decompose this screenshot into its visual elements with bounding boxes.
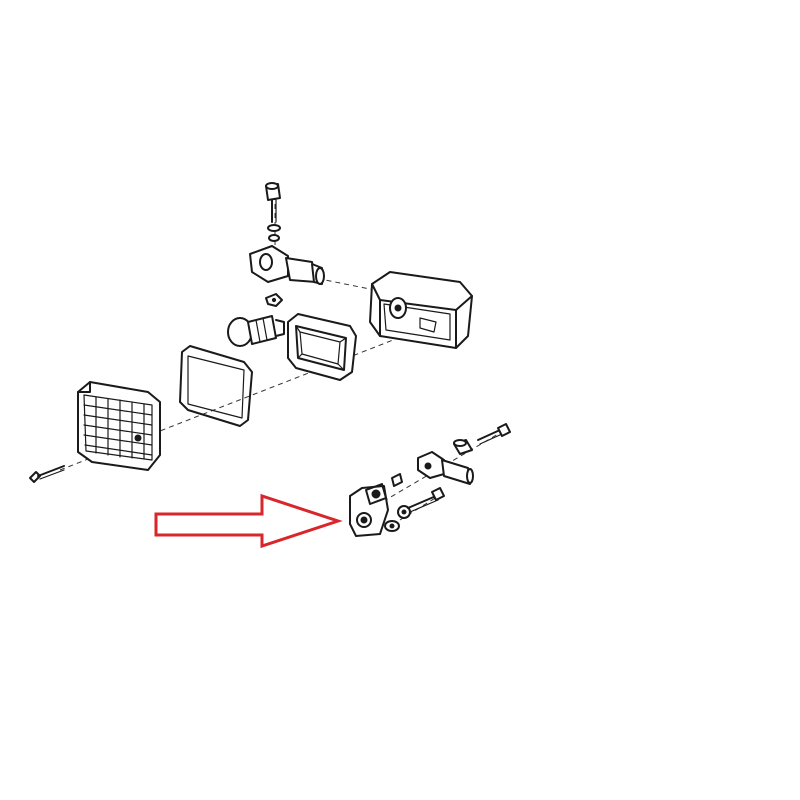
bulb-socket-holder — [287, 313, 357, 381]
stalk-bolt — [265, 182, 281, 242]
highlight-arrow — [154, 493, 343, 549]
lamp-housing — [369, 271, 473, 349]
mounting-stalk — [249, 245, 325, 285]
bracket-bolt — [407, 487, 445, 513]
bulb — [227, 315, 285, 347]
lens — [77, 381, 161, 471]
lens-gasket — [179, 345, 253, 427]
lens-screw — [29, 465, 65, 483]
bracket-top-bolt — [477, 423, 511, 445]
bracket-spacer — [453, 439, 473, 455]
bracket-small-parts — [384, 473, 403, 532]
mounting-bracket — [349, 483, 389, 537]
bracket-stalk-joint — [417, 451, 474, 485]
stalk-nut — [265, 293, 283, 307]
